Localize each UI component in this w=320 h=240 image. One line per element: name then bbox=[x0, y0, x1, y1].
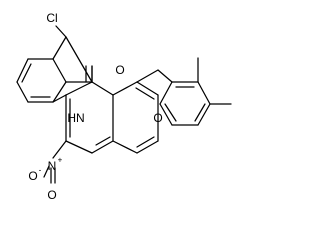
atom-labels: Cl O HN O N + O O - bbox=[28, 11, 162, 202]
bond-left-ring-3 bbox=[16, 58, 29, 83]
bond-right-ring-2 bbox=[136, 81, 159, 96]
bond-central-double-1 bbox=[95, 136, 111, 146]
bond-right-ring-double-2 bbox=[136, 136, 155, 148]
bond-phenyl-2 bbox=[197, 81, 211, 105]
bond-left-ring-1 bbox=[52, 36, 67, 60]
nitro-oxygen-upper-label: O bbox=[28, 169, 37, 183]
molecule-structure-diagram: Cl O HN O N + O O - bbox=[0, 0, 240, 209]
bond-phenyl-double-2 bbox=[194, 103, 206, 122]
diagram-background bbox=[0, 0, 240, 209]
bond-left-ring-double-1 bbox=[21, 63, 32, 83]
bond-right-ring-double-1 bbox=[135, 87, 155, 100]
bond-nh-left bbox=[52, 94, 67, 103]
bond-oxygen-to-phenyl bbox=[157, 69, 173, 83]
nitro-oxygen-lower-label: O bbox=[47, 188, 56, 202]
nitro-nitrogen-label: N bbox=[48, 159, 57, 173]
bond-cl-to-c bbox=[55, 25, 67, 38]
bond-phenyl-5 bbox=[159, 103, 173, 126]
bond-central-4 bbox=[65, 140, 93, 154]
bond-left-ring-6 bbox=[52, 81, 67, 103]
bond-nitro-n-to-upper-o bbox=[43, 165, 50, 178]
bond-right-ring-5 bbox=[112, 140, 138, 154]
bond-central-3 bbox=[91, 140, 114, 154]
bond-nitro-carbon-to-n bbox=[52, 140, 67, 159]
bond-phenyl-double-3 bbox=[164, 103, 177, 122]
bond-left-ring-9 bbox=[52, 58, 67, 83]
bond-lines bbox=[16, 25, 232, 184]
ether-oxygen-label: O bbox=[153, 111, 162, 125]
bond-left-ring-8 bbox=[65, 36, 93, 83]
ring-nitrogen-label: HN bbox=[67, 111, 84, 125]
bond-right-ring-1 bbox=[112, 81, 138, 96]
bond-central-6 bbox=[65, 81, 93, 96]
bond-right-ring-4 bbox=[136, 140, 159, 154]
bond-central-1 bbox=[91, 81, 114, 96]
bond-phenyl-6 bbox=[159, 81, 173, 105]
chlorine-atom-label: Cl bbox=[46, 11, 57, 25]
bond-ether-to-oxygen bbox=[136, 69, 159, 83]
nitro-oxygen-lower-charge: - bbox=[39, 166, 42, 175]
carbonyl-oxygen-label: O bbox=[115, 63, 124, 77]
bond-left-ring-4 bbox=[16, 81, 29, 103]
nitro-nitrogen-charge: + bbox=[58, 156, 63, 165]
bond-phenyl-3 bbox=[197, 103, 211, 126]
